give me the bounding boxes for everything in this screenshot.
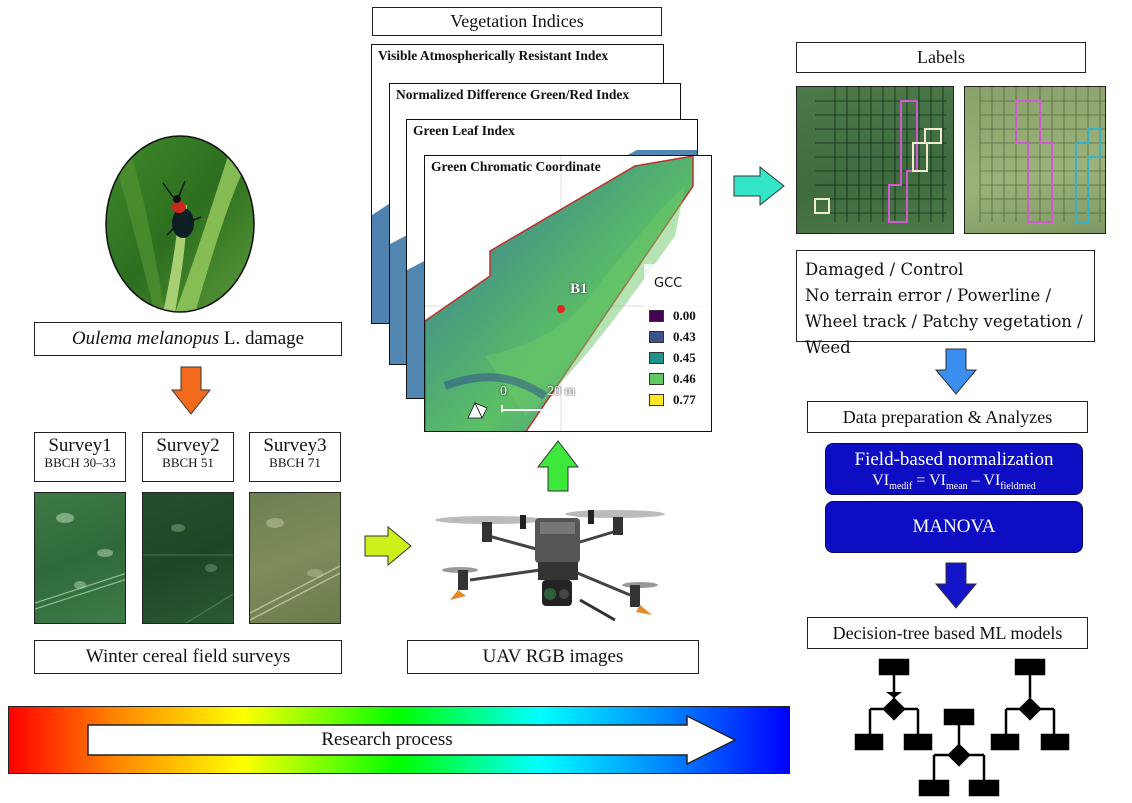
legend-item: 0.43 bbox=[649, 326, 710, 347]
ml-models-label: Decision-tree based ML models bbox=[807, 617, 1088, 649]
species-name: Oulema melanopus bbox=[71, 328, 220, 349]
survey1-stage: BBCH 30–33 bbox=[44, 454, 116, 470]
labels-image-1 bbox=[796, 86, 954, 234]
survey3-image bbox=[249, 492, 341, 624]
decision-trees-icon bbox=[854, 658, 1070, 797]
labels-title: Labels bbox=[796, 42, 1086, 73]
legend-item: 0.77 bbox=[649, 389, 710, 410]
survey1-image bbox=[34, 492, 126, 624]
data-prep-label: Data preparation & Analyzes bbox=[807, 401, 1088, 433]
formula-vi: VI bbox=[872, 472, 890, 489]
blue-down-arrow bbox=[935, 348, 977, 395]
drone-image bbox=[435, 510, 665, 622]
normalization-box: Field-based normalization VImedif = VIme… bbox=[825, 443, 1083, 495]
formula-sub-medif: medif bbox=[889, 481, 913, 493]
gcc-map bbox=[425, 156, 711, 431]
label-categories: Damaged / Control No terrain error / Pow… bbox=[796, 250, 1095, 357]
species-damage-label: Oulema melanopus L. damage bbox=[34, 322, 342, 356]
research-process-bar: Research process bbox=[8, 706, 790, 774]
legend-value: 0.00 bbox=[673, 307, 696, 323]
legend-item: 0.00 bbox=[649, 305, 710, 326]
survey1-label: Survey1 BBCH 30–33 bbox=[34, 432, 126, 482]
legend-value: 0.45 bbox=[673, 349, 696, 365]
field-surveys-label: Winter cereal field surveys bbox=[34, 640, 342, 674]
legend-value: 0.77 bbox=[673, 391, 696, 407]
manova-box: MANOVA bbox=[825, 501, 1083, 553]
point-label: B1 bbox=[570, 281, 588, 297]
research-process-arrow bbox=[87, 715, 737, 765]
legend-swatch bbox=[649, 351, 664, 364]
legend-swatch bbox=[649, 372, 664, 385]
beetle-photo bbox=[105, 135, 255, 313]
uav-images-label: UAV RGB images bbox=[407, 640, 699, 674]
formula-sub-mean: mean bbox=[946, 481, 968, 493]
legend-swatch bbox=[649, 393, 664, 406]
legend-swatch bbox=[649, 309, 664, 322]
vegetation-indices-label: Vegetation Indices bbox=[372, 7, 662, 36]
scale-start: 0 bbox=[500, 384, 507, 399]
vi-card-ndgri-title: Normalized Difference Green/Red Index bbox=[396, 87, 633, 103]
teal-right-arrow bbox=[733, 166, 785, 206]
survey2-stage: BBCH 51 bbox=[162, 454, 214, 470]
legend-title: GCC bbox=[654, 276, 683, 291]
vi-card-gcc-title: Green Chromatic Coordinate bbox=[431, 159, 601, 174]
survey3-stage: BBCH 71 bbox=[269, 454, 321, 470]
vi-card-vari-title: Visible Atmospherically Resistant Index bbox=[378, 48, 612, 64]
lime-right-arrow bbox=[364, 526, 412, 566]
legend-value: 0.43 bbox=[673, 328, 696, 344]
survey3-label: Survey3 BBCH 71 bbox=[249, 432, 341, 482]
legend-item: 0.45 bbox=[649, 347, 710, 368]
formula-eq: = VI bbox=[912, 472, 947, 489]
formula-minus: – VI bbox=[967, 472, 1001, 489]
labels-image-2 bbox=[964, 86, 1106, 234]
legend-item: 0.46 bbox=[649, 368, 710, 389]
formula-sub-fieldmed: fieldmed bbox=[1000, 481, 1036, 493]
green-up-arrow bbox=[537, 440, 579, 492]
research-process-label: Research process bbox=[321, 729, 453, 750]
normalization-title: Field-based normalization bbox=[854, 449, 1054, 470]
label-categories-line1: Damaged / Control bbox=[805, 260, 964, 279]
label-categories-line2: No terrain error / Powerline / Wheel tra… bbox=[805, 286, 1083, 357]
legend-value: 0.46 bbox=[673, 370, 696, 386]
survey2-image bbox=[142, 492, 234, 624]
gcc-legend: GCC 0.00 0.43 0.45 0.46 0.77 bbox=[644, 264, 710, 431]
normalization-formula: VImedif = VImean – VIfieldmed bbox=[826, 472, 1082, 492]
orange-down-arrow bbox=[171, 366, 211, 415]
survey1-name: Survey1 bbox=[48, 435, 112, 456]
survey2-label: Survey2 BBCH 51 bbox=[142, 432, 234, 482]
survey3-name: Survey3 bbox=[263, 435, 327, 456]
species-suffix: L. damage bbox=[219, 328, 305, 349]
scale-end: 20 m bbox=[547, 384, 576, 399]
vi-card-gli-title: Green Leaf Index bbox=[413, 123, 518, 139]
survey2-name: Survey2 bbox=[156, 435, 220, 456]
navy-down-arrow bbox=[935, 562, 977, 609]
legend-swatch bbox=[649, 330, 664, 343]
vi-card-gcc: Green Chromatic Coordinate B1 0 20 m GCC… bbox=[424, 155, 712, 432]
